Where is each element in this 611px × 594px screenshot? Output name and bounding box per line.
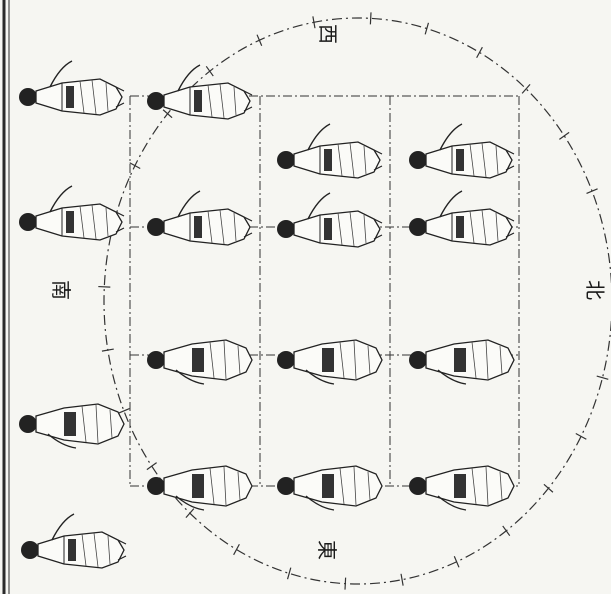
circle-tick	[401, 574, 403, 586]
dancer-outside-1	[19, 61, 124, 115]
dancer-r0c2	[409, 124, 514, 178]
dancer-outside-3	[19, 404, 124, 448]
dancer-r2c0	[147, 340, 252, 384]
circle-tick	[576, 434, 587, 440]
circle-tick	[206, 66, 213, 76]
circle-tick	[98, 287, 110, 288]
circle-tick	[597, 376, 609, 379]
dancer-outside-4	[21, 514, 126, 568]
circle-tick	[345, 578, 346, 590]
dancer-r1c2	[409, 191, 514, 245]
circle-tick	[587, 189, 598, 194]
formation-column-1	[147, 65, 252, 510]
dancer-outside-2	[19, 186, 124, 240]
outside-column	[19, 61, 126, 568]
formation-column-2	[277, 124, 382, 510]
circle-tick	[163, 110, 172, 118]
dancer-r2c2	[409, 340, 514, 384]
direction-label-east: 東	[315, 540, 339, 560]
dancer-r1c0	[147, 191, 252, 245]
formation-column-3	[409, 124, 514, 510]
dancer-r0c0	[147, 65, 252, 119]
dancer-r2c1	[277, 340, 382, 384]
circle-tick	[503, 526, 510, 536]
circle-tick	[147, 463, 157, 470]
direction-label-west: 西	[316, 24, 340, 44]
circle-tick	[477, 47, 483, 58]
circle-tick	[257, 35, 262, 46]
circle-tick	[544, 484, 553, 492]
circle-tick	[370, 12, 371, 24]
dancer-r0c1	[277, 124, 382, 178]
dancer-r1c1	[277, 193, 382, 247]
circle-tick	[234, 544, 240, 555]
circle-tick	[559, 132, 569, 139]
direction-label-north: 北	[583, 280, 607, 300]
circle-tick	[288, 568, 291, 580]
circle-tick	[130, 163, 141, 169]
dancer-r3c2	[409, 466, 514, 510]
circle-tick	[454, 556, 459, 567]
dancer-r3c1	[277, 466, 382, 510]
dancer-r3c0	[147, 466, 252, 510]
direction-label-south: 南	[49, 280, 73, 300]
